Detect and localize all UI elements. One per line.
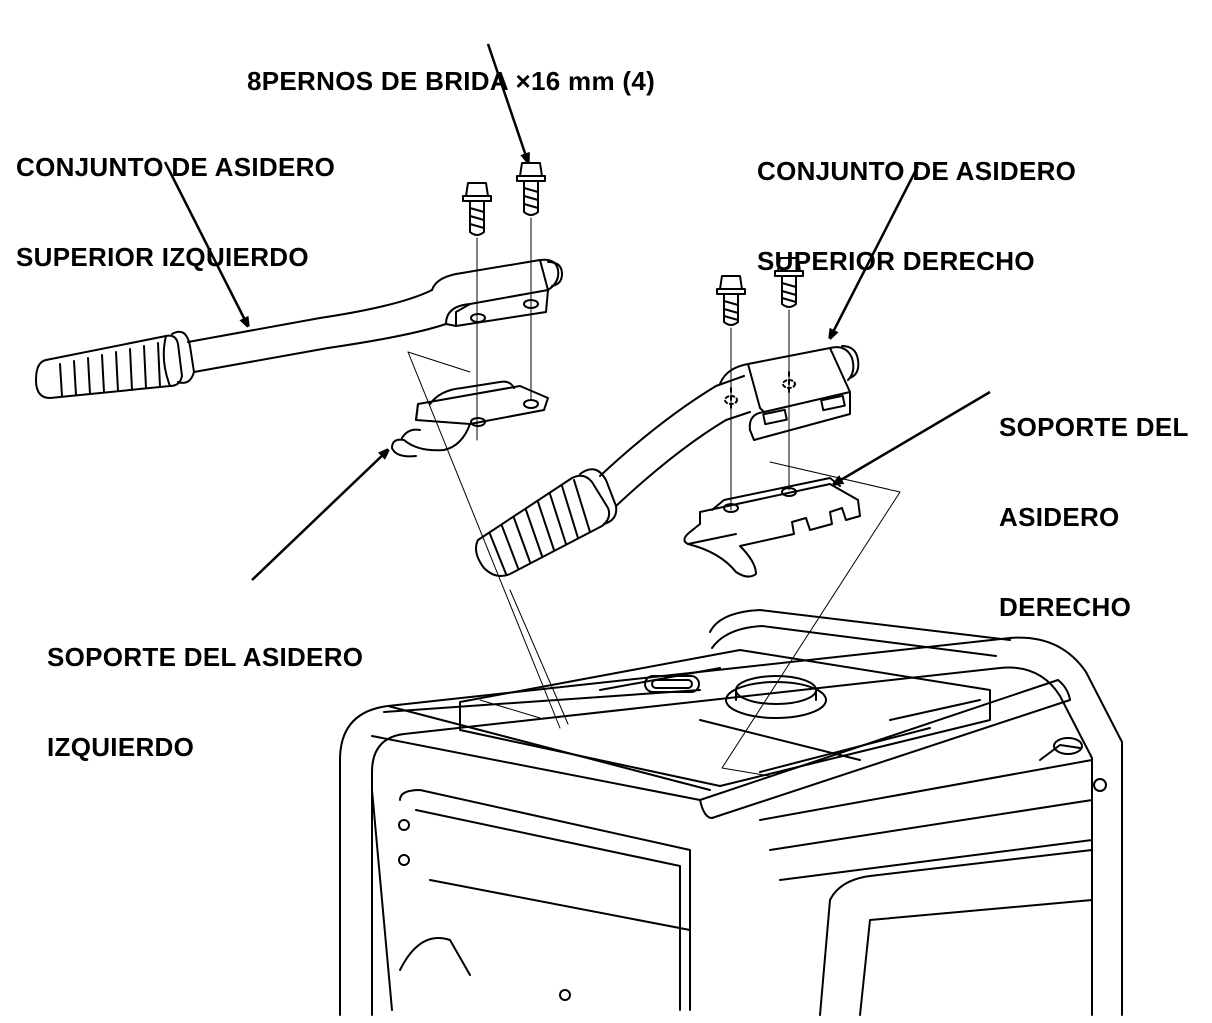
arrow-flange-bolts — [486, 43, 528, 162]
label-flange-bolts: 8PERNOS DE BRIDA ×16 mm (4) — [247, 6, 655, 156]
label-right-bracket-line-1: SOPORTE DEL — [999, 412, 1189, 442]
label-right-bracket-line-3: DERECHO — [999, 592, 1132, 622]
arrow-left-bracket — [251, 450, 388, 581]
label-flange-bolts-text: 8PERNOS DE BRIDA ×16 mm (4) — [247, 66, 656, 96]
arrow-right-upper-handle — [830, 165, 920, 338]
right-upper-handle — [475, 345, 860, 577]
alignment-lines — [407, 351, 901, 777]
label-left-upper-handle-line-2: SUPERIOR IZQUIERDO — [16, 242, 309, 272]
flange-bolts — [462, 162, 804, 326]
label-right-bracket: SOPORTE DEL ASIDERO DERECHO — [999, 352, 1189, 682]
leader-arrows — [163, 43, 991, 581]
left-upper-handle — [35, 258, 563, 399]
arrow-right-bracket — [834, 390, 991, 484]
label-left-bracket: SOPORTE DEL ASIDERO IZQUIERDO — [47, 582, 363, 822]
generator-body — [339, 609, 1123, 1016]
label-right-upper-handle-line-1: CONJUNTO DE ASIDERO — [757, 156, 1077, 186]
label-right-upper-handle-line-2: SUPERIOR DERECHO — [757, 246, 1035, 276]
label-right-upper-handle: CONJUNTO DE ASIDERO SUPERIOR DERECHO — [757, 96, 1076, 336]
left-handle-bracket — [391, 380, 549, 458]
label-left-bracket-line-2: IZQUIERDO — [47, 732, 195, 762]
arrow-left-upper-handle — [163, 161, 248, 326]
label-left-upper-handle-line-1: CONJUNTO DE ASIDERO — [16, 152, 336, 182]
label-left-upper-handle: CONJUNTO DE ASIDERO SUPERIOR IZQUIERDO — [16, 92, 335, 332]
label-right-bracket-line-2: ASIDERO — [999, 502, 1120, 532]
right-handle-bracket — [683, 477, 861, 578]
label-left-bracket-line-1: SOPORTE DEL ASIDERO — [47, 642, 364, 672]
